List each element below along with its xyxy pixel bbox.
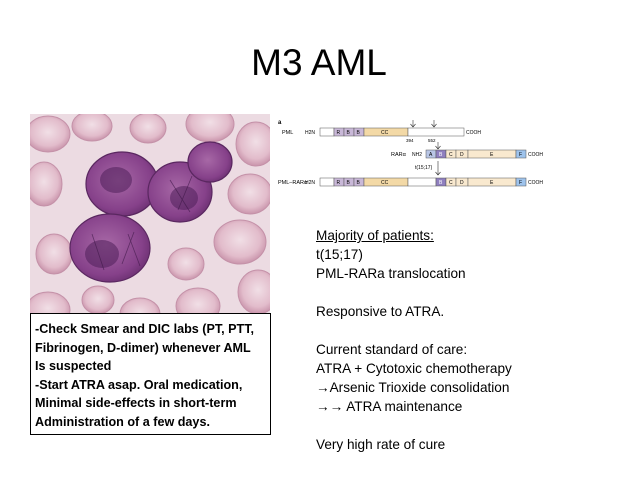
note-line: Is suspected [35, 359, 112, 374]
rara-segment-f: F [519, 152, 522, 158]
fusion-end-label: COOH [528, 180, 543, 186]
maintenance-item: →→ ATRA maintenance [316, 397, 626, 416]
pml-end-label: COOH [466, 130, 481, 136]
fusion-start-label: H2N [305, 180, 315, 186]
fusion-segment-d: D [460, 180, 464, 186]
pml-segment-b2: B [357, 130, 361, 136]
fusion-segment-cc: CC [381, 180, 389, 186]
rara-bar [425, 149, 527, 159]
note-line: -Check Smear and DIC labs (PT, PTT, [35, 322, 255, 336]
note-line: Fibrinogen, D-dimer) whenever AML [35, 340, 251, 355]
fusion-label: PML–RARα [278, 180, 308, 186]
fusion-segment-r: R [337, 180, 341, 186]
rara-start-label: NH2 [412, 152, 422, 158]
atra-chemo-text: ATRA + Cytotoxic chemotherapy [316, 361, 512, 376]
breakpoint-arrow-icon [435, 142, 441, 150]
arrow-icon: → [329, 399, 344, 414]
consolidation-item: →Arsenic Trioxide consolidation [316, 378, 626, 397]
fusion-segment-b: B [439, 180, 443, 186]
fusion-segment-b1: B [347, 180, 351, 186]
arrow-icon: → [316, 399, 330, 414]
pml-bar [319, 127, 465, 137]
fusion-segment-b2: B [357, 180, 361, 186]
slide-title: M3 AML [251, 42, 387, 83]
consolidation-text: Arsenic Trioxide consolidation [329, 380, 510, 395]
translocation-label: t(15;17) [415, 165, 433, 171]
rara-segment-d: D [460, 152, 464, 158]
pml-rara-gene-diagram: a PML H2N R B B CC COOH 394 552 RARα NH2 [278, 118, 630, 196]
pml-label: PML [282, 130, 293, 136]
maintenance-text: ATRA maintenance [343, 399, 463, 414]
standard-of-care-heading: Current standard of care: [316, 342, 468, 357]
rara-segment-b: B [439, 152, 443, 158]
pml-segment-r: R [337, 130, 341, 136]
pml-start-label: H2N [305, 130, 315, 136]
arrow-icon: → [316, 380, 330, 395]
rara-end-label: COOH [528, 152, 543, 158]
fusion-bar [319, 177, 527, 187]
translocation-text: t(15;17) [316, 247, 363, 262]
pml-position-394: 394 [406, 138, 414, 143]
blood-smear-image [30, 114, 270, 327]
rara-label: RARα [391, 152, 407, 158]
atra-response-text: Responsive to ATRA. [316, 304, 445, 319]
pml-segment-cc: CC [381, 130, 389, 136]
fusion-segment-f: F [519, 180, 522, 186]
cure-rate-text: Very high rate of cure [316, 437, 446, 452]
note-line: -Start ATRA asap. Oral medication, [35, 377, 243, 392]
breakpoint-arrow-icon [431, 120, 437, 128]
panel-label: a [278, 120, 282, 126]
pml-rara-text: PML-RARa translocation [316, 266, 466, 281]
rara-segment-c: C [449, 152, 453, 158]
pml-segment-b1: B [347, 130, 351, 136]
note-line: Minimal side-effects in short-term [35, 396, 237, 411]
majority-heading: Majority of patients: [316, 228, 434, 243]
pml-position-552: 552 [428, 138, 436, 143]
fusion-segment-e: E [490, 180, 494, 186]
rara-segment-e: E [490, 152, 494, 158]
down-arrow-icon [435, 161, 441, 176]
clinical-note-box: -Check Smear and DIC labs (PT, PTT, Fibr… [30, 313, 271, 435]
note-line: Administration of a few days. [35, 414, 210, 429]
breakpoint-arrow-icon [410, 120, 416, 128]
rara-segment-a: A [429, 152, 433, 158]
fusion-segment-c: C [449, 180, 453, 186]
summary-text: Majority of patients: t(15;17) PML-RARa … [316, 226, 626, 454]
